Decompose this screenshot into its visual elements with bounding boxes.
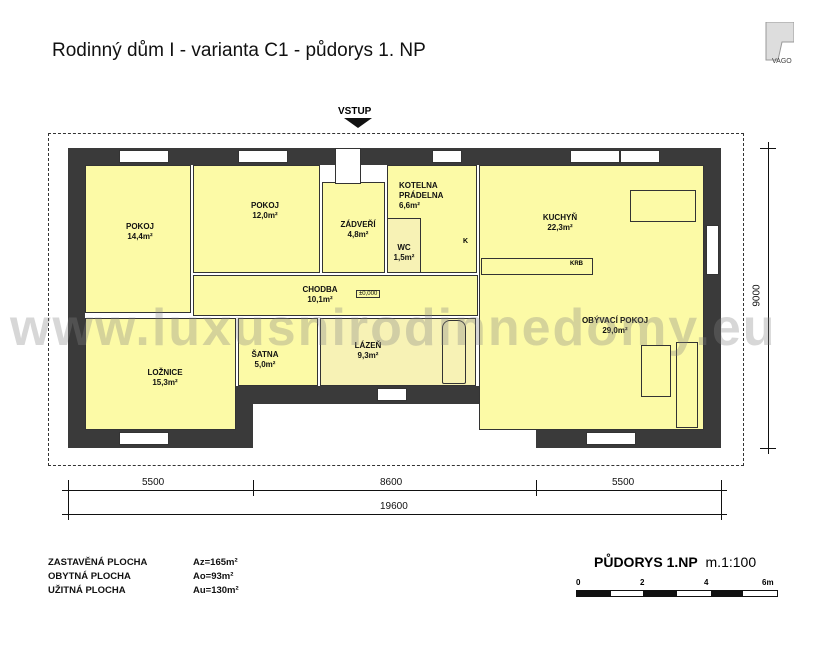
tv-table <box>641 345 671 397</box>
room-pokoj-1 <box>85 165 191 313</box>
room-wc <box>387 218 421 273</box>
scale-tick: 6m <box>762 578 774 587</box>
entrance-opening <box>335 148 361 184</box>
dimension-depth: 9000 <box>751 284 763 307</box>
area-value: Au=130m² <box>193 585 239 596</box>
scale-tick: 2 <box>640 578 645 587</box>
window <box>119 150 169 163</box>
dimension-segment: 5500 <box>612 477 635 488</box>
window <box>377 388 407 401</box>
area-label: OBYTNÁ PLOCHA <box>48 571 131 582</box>
level-marker: ±0,000 <box>356 290 381 298</box>
dimension-tick <box>760 448 776 449</box>
window <box>238 150 288 163</box>
wall <box>704 148 721 448</box>
entrance-label: VSTUP <box>338 106 372 117</box>
dimension-line <box>62 514 727 515</box>
boiler-label: K <box>463 238 469 245</box>
room-chodba <box>193 275 478 316</box>
area-value: Az=165m² <box>193 557 238 568</box>
site-outline <box>48 133 744 466</box>
area-value: Ao=93m² <box>193 571 234 582</box>
window <box>706 225 719 275</box>
dimension-tick <box>760 148 776 149</box>
area-label: UŽITNÁ PLOCHA <box>48 585 126 596</box>
window <box>432 150 462 163</box>
room-loznice <box>85 318 236 430</box>
dimension-total: 19600 <box>380 501 408 512</box>
window <box>570 150 620 163</box>
dimension-segment: 5500 <box>142 477 165 488</box>
page-title: Rodinný dům I - varianta C1 - půdorys 1.… <box>52 40 426 61</box>
fireplace-label: KRB <box>570 261 583 267</box>
room-satna <box>238 318 318 386</box>
wall <box>68 148 85 448</box>
scale-tick: 4 <box>704 578 709 587</box>
dimension-line <box>768 142 769 454</box>
dimension-tick <box>721 480 722 520</box>
dimension-tick <box>253 480 254 496</box>
window <box>119 432 169 445</box>
scale-tick: 0 <box>576 578 581 587</box>
area-summary: ZASTAVĚNÁ PLOCHA Az=165m² OBYTNÁ PLOCHA Ao… <box>48 556 239 598</box>
scale-bar: 0 2 4 6m <box>576 578 778 600</box>
window <box>620 150 660 163</box>
plan-name: PŮDORYS 1.NP <box>594 554 698 570</box>
room-pokoj-2 <box>193 165 320 273</box>
plan-title: PŮDORYS 1.NP m.1:100 <box>594 554 756 570</box>
dining-table <box>630 190 696 222</box>
room-lazen <box>320 318 476 386</box>
svg-text:VAGO: VAGO <box>772 58 792 64</box>
bathtub <box>442 320 466 384</box>
plan-scale: m.1:100 <box>705 554 757 570</box>
vago-logo: VAGO <box>758 21 795 65</box>
entrance-arrow-icon <box>344 118 372 128</box>
sofa <box>676 342 698 428</box>
kitchen-counter <box>481 258 593 275</box>
wall <box>236 386 253 448</box>
dimension-line <box>62 490 727 491</box>
dimension-tick <box>68 480 69 520</box>
dimension-tick <box>536 480 537 496</box>
dimension-segment: 8600 <box>380 477 403 488</box>
window <box>586 432 636 445</box>
area-label: ZASTAVĚNÁ PLOCHA <box>48 557 148 568</box>
wall <box>68 148 721 165</box>
room-kuchyn-obyvaci <box>479 165 704 430</box>
